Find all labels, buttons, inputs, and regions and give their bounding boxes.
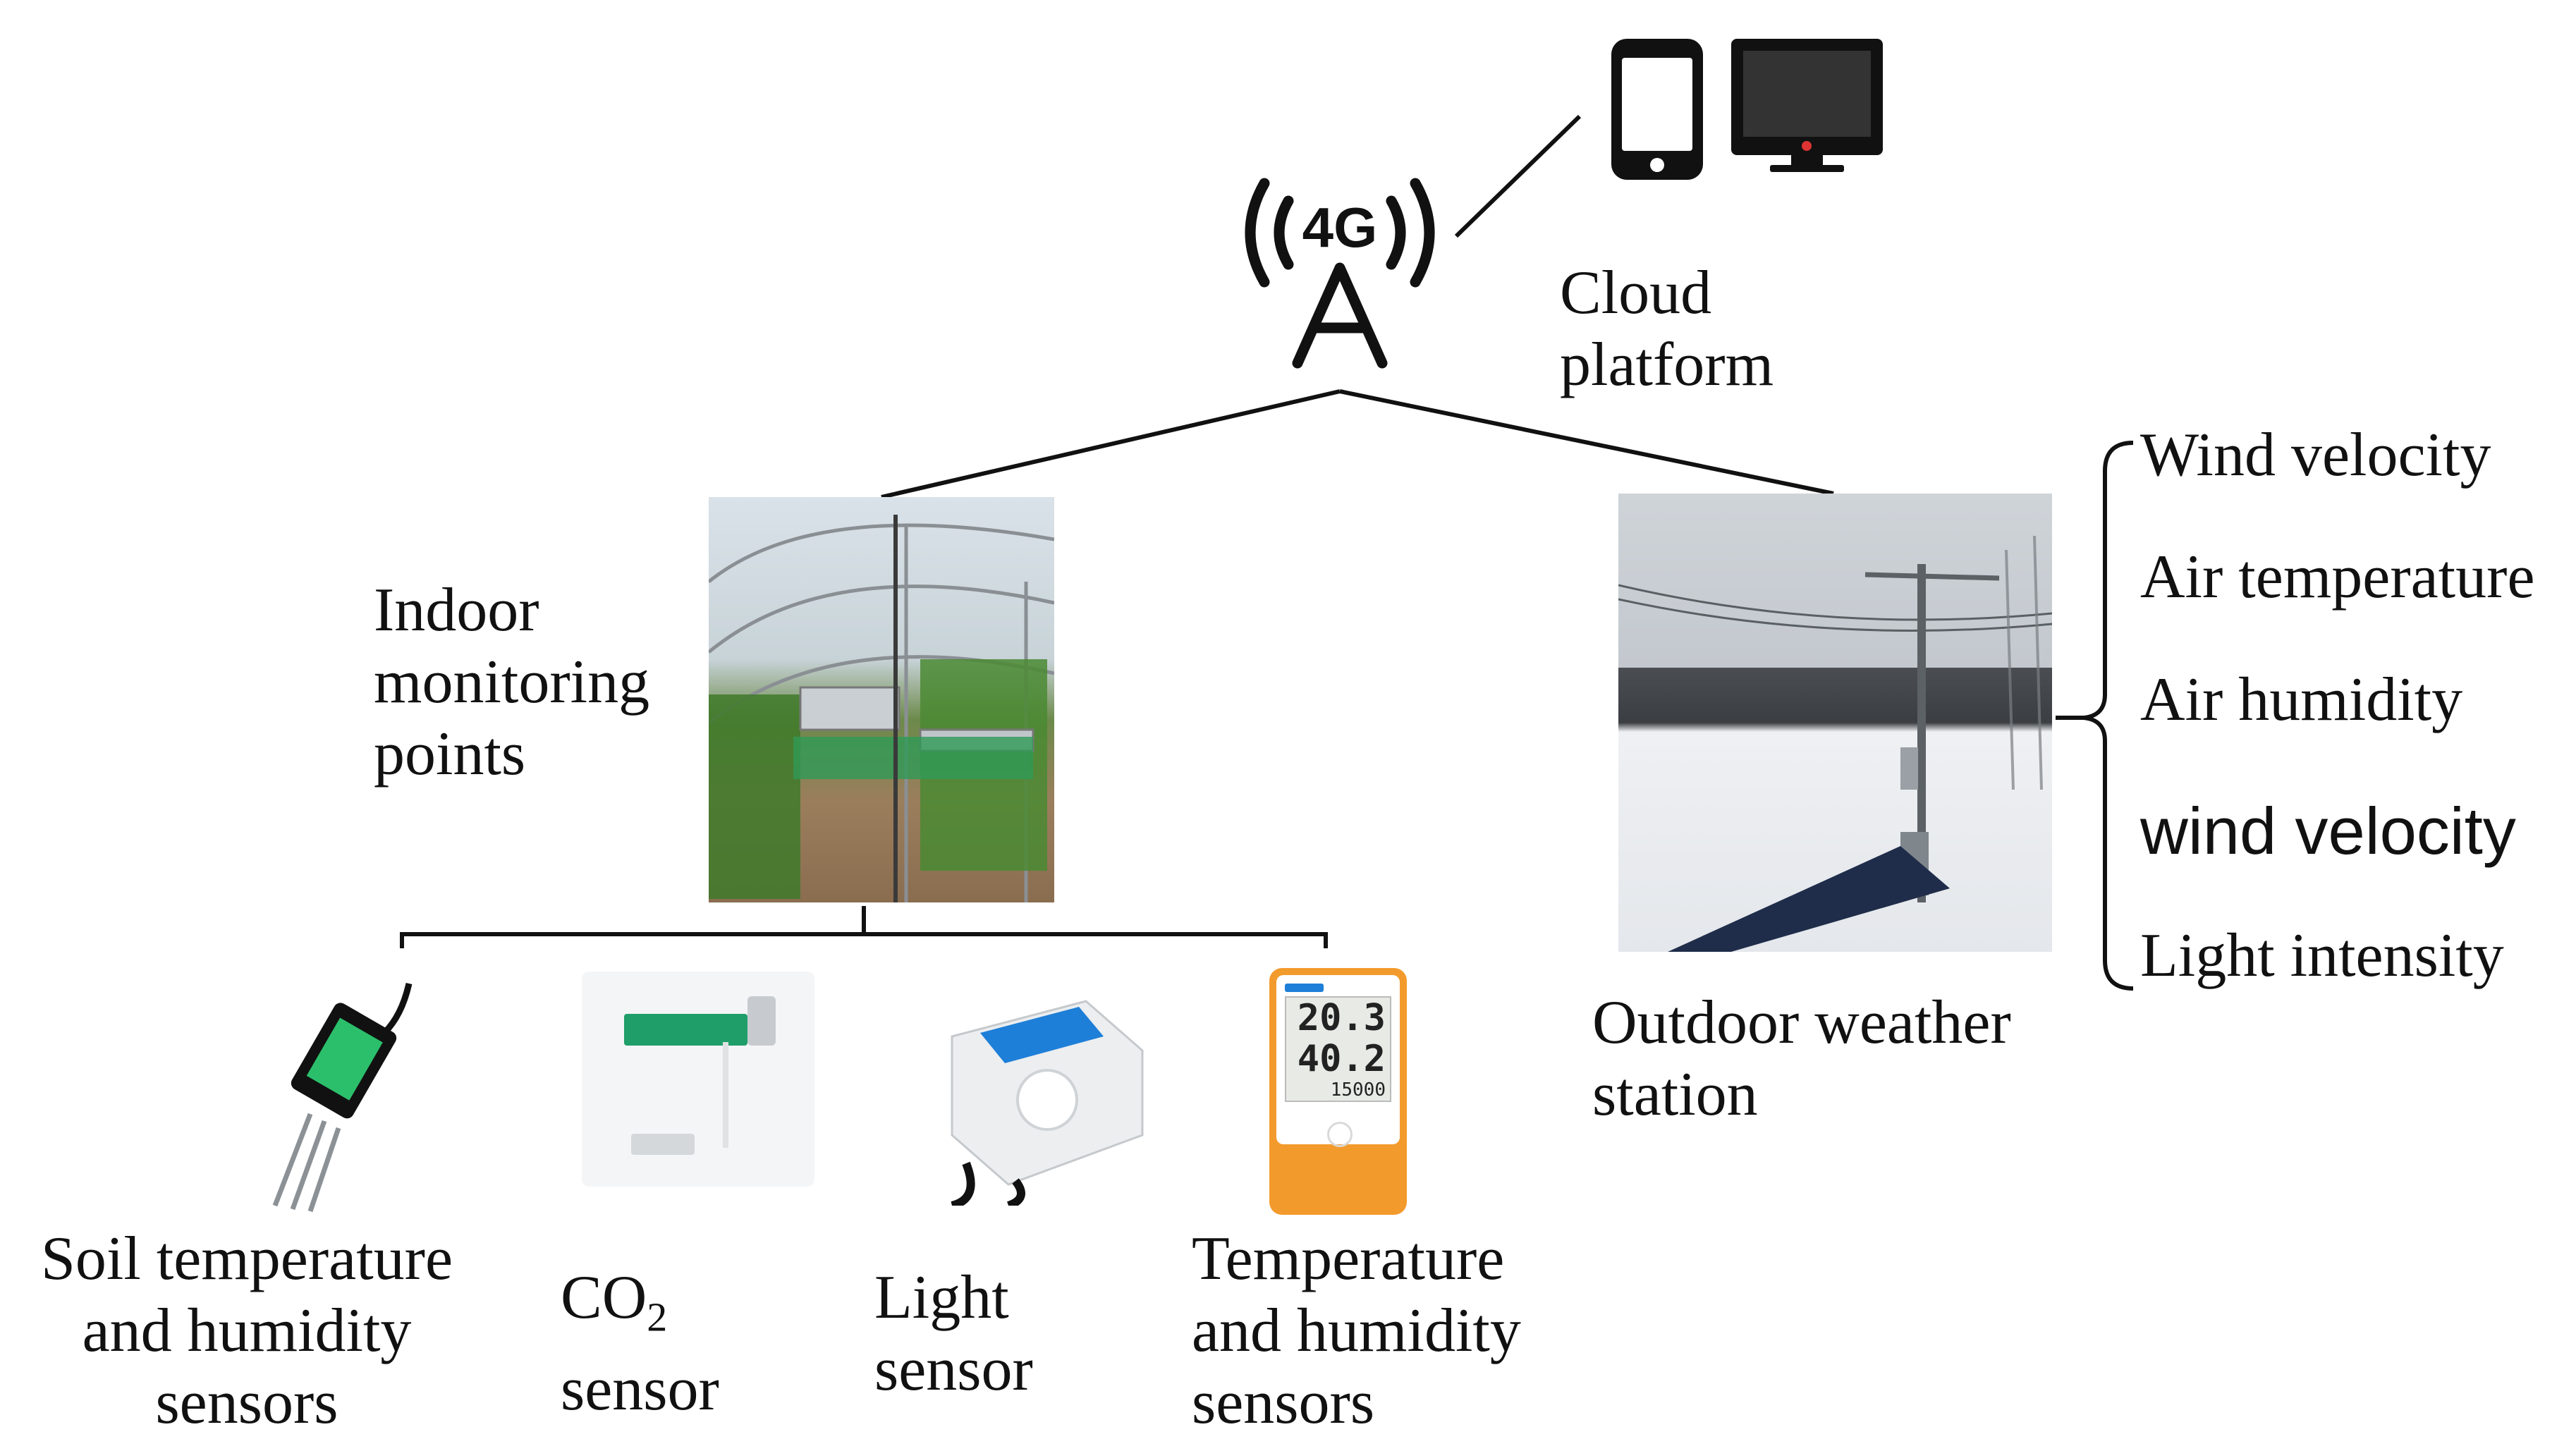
temperature-humidity-logger-image: 20.3 40.2 15000: [1269, 968, 1407, 1215]
indoor-greenhouse-photo: [709, 497, 1054, 902]
4g-tower-icon: 4G: [1245, 178, 1435, 369]
svg-text:4G: 4G: [1302, 196, 1378, 259]
param-light-intensity: Light intensity: [2140, 921, 2504, 990]
param-air-temperature: Air temperature: [2140, 543, 2535, 611]
soil-probe-image: [272, 983, 413, 1213]
param-air-humidity: Air humidity: [2140, 666, 2463, 734]
sensor-bracket: [400, 932, 1328, 948]
outdoor-weather-station-photo: [1618, 494, 2052, 952]
lcd-humidity: 40.2: [1297, 1038, 1386, 1080]
tower-to-indoor-line: [881, 389, 1341, 499]
lcd-third-reading: 15000: [1330, 1079, 1386, 1101]
lcd-temperature: 20.3: [1297, 997, 1386, 1039]
tower-to-devices-line: [1454, 114, 1582, 238]
param-wind-velocity: Wind velocity: [2140, 421, 2491, 489]
desktop-monitor-icon: [1731, 39, 1883, 172]
parameter-brace: [2056, 441, 2134, 991]
tower-to-outdoor-line: [1339, 389, 1834, 496]
co2-sensor-image: [582, 972, 814, 1187]
co2-sensor-label: CO2 sensor: [561, 1263, 719, 1423]
light-sensor-image: [951, 1000, 1144, 1206]
param-wind-velocity-2: wind velocity: [2140, 794, 2516, 868]
smartphone-icon: [1611, 39, 1703, 180]
